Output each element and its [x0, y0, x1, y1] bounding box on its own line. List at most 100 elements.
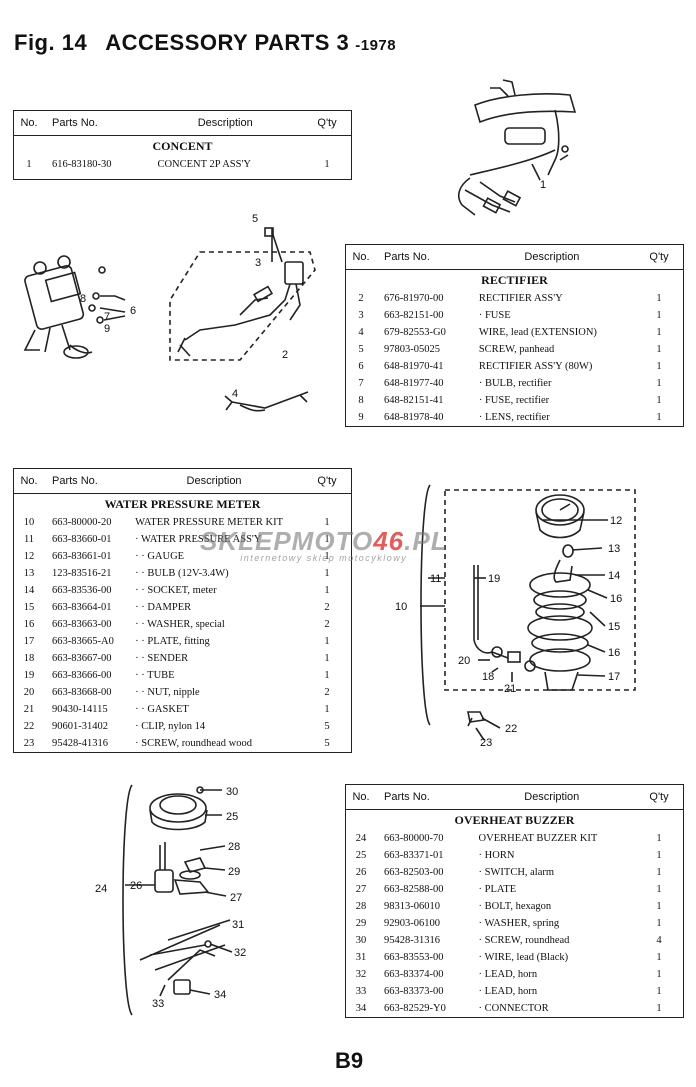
col-no: No.	[346, 785, 376, 810]
col-qty: Q'ty	[635, 785, 683, 810]
row-part-number: 90430-14115	[52, 704, 108, 715]
section-heading: CONCENT	[152, 138, 213, 153]
row-description: WIRE, lead (EXTENSION)	[478, 327, 597, 338]
callout-16b: 16	[608, 647, 620, 659]
row-part-number: 663-82503-00	[384, 867, 444, 878]
col-description: Description	[147, 111, 303, 136]
row-part-number: 90601-31402	[52, 721, 108, 732]
row-part-number: 616-83180-30	[52, 159, 112, 170]
concent-parts-table: No. Parts No. Description Q'ty CONCENT 1…	[13, 110, 352, 180]
row-qty: 1	[656, 327, 662, 338]
col-qty: Q'ty	[303, 469, 351, 494]
row-part-number: 648-81978-40	[384, 412, 444, 423]
col-no: No.	[14, 111, 44, 136]
col-no: No.	[14, 469, 44, 494]
row-description: · · BULB (12V-3.4W)	[135, 568, 229, 579]
figure-title: ACCESSORY PARTS 3	[105, 30, 350, 55]
row-description: · CLIP, nylon 14	[135, 721, 206, 732]
row-description: · CONNECTOR	[478, 1003, 549, 1014]
row-no: 15	[23, 602, 35, 613]
row-part-number: 663-80000-20	[52, 517, 112, 528]
row-qty: 1	[656, 850, 662, 861]
row-qty: 5	[324, 721, 330, 732]
row-description: OVERHEAT BUZZER KIT	[478, 833, 598, 844]
water-meter-drawing	[420, 484, 636, 741]
row-part-number: 663-82529-Y0	[384, 1003, 446, 1014]
row-qty: 2	[324, 619, 330, 630]
row-qty: 1	[656, 952, 662, 963]
row-part-number: 97803-05025	[384, 344, 440, 355]
col-parts-no: Parts No.	[376, 245, 469, 270]
row-qty: 2	[324, 602, 330, 613]
row-qty: 1	[324, 534, 330, 545]
row-no: 16	[23, 619, 35, 630]
row-no: 2	[358, 293, 364, 304]
row-description: RECTIFIER ASS'Y (80W)	[478, 361, 593, 372]
callout-31: 31	[232, 919, 244, 931]
row-part-number: 98313-06010	[384, 901, 440, 912]
row-no: 27	[355, 884, 367, 895]
row-part-number: 663-82588-00	[384, 884, 444, 895]
row-qty: 1	[324, 159, 330, 170]
row-part-number: 663-83536-00	[52, 585, 112, 596]
row-part-number: 648-81970-41	[384, 361, 444, 372]
row-qty: 1	[656, 395, 662, 406]
row-no: 8	[358, 395, 364, 406]
row-part-number: 663-83664-01	[52, 602, 112, 613]
row-qty: 1	[656, 833, 662, 844]
row-part-number: 663-83666-00	[52, 670, 112, 681]
row-description: · PLATE	[478, 884, 517, 895]
callout-11: 11	[430, 573, 441, 585]
callout-28: 28	[228, 841, 240, 853]
row-description: · · TUBE	[135, 670, 175, 681]
callout-25: 25	[226, 811, 238, 823]
callout-33: 33	[152, 998, 164, 1010]
callout-13: 13	[608, 543, 620, 555]
row-part-number: 663-83373-00	[384, 986, 444, 997]
row-qty: 1	[324, 551, 330, 562]
callout-10: 10	[395, 601, 407, 613]
row-description: · LEAD, horn	[478, 986, 538, 997]
row-description: · · GASKET	[135, 704, 189, 715]
page-number: B9	[335, 1048, 364, 1073]
row-no: 21	[23, 704, 35, 715]
callout-34: 34	[214, 989, 226, 1001]
row-description: · SWITCH, alarm	[478, 867, 555, 878]
row-description: · · PLATE, fitting	[135, 636, 210, 647]
row-part-number: 663-83668-00	[52, 687, 112, 698]
section-heading: WATER PRESSURE METER	[104, 496, 261, 511]
callout-9: 9	[104, 323, 110, 335]
row-no: 6	[358, 361, 364, 372]
overheat-buzzer-parts-table: No. Parts No. Description Q'ty OVERHEAT …	[345, 784, 684, 1018]
row-qty: 1	[656, 918, 662, 929]
row-qty: 1	[656, 344, 662, 355]
row-no: 23	[23, 738, 35, 749]
row-description: · WATER PRESSURE ASS'Y	[135, 534, 262, 545]
row-no: 12	[23, 551, 35, 562]
callout-29: 29	[228, 866, 240, 878]
col-description: Description	[468, 245, 635, 270]
row-qty: 1	[656, 867, 662, 878]
row-no: 33	[355, 986, 367, 997]
row-description: · · DAMPER	[135, 602, 192, 613]
row-no: 11	[23, 534, 35, 545]
row-part-number: 92903-06100	[384, 918, 440, 929]
callout-18: 18	[482, 671, 494, 683]
rectifier-drawing	[23, 227, 316, 412]
row-no: 3	[358, 310, 364, 321]
callout-20: 20	[458, 655, 470, 667]
row-qty: 1	[324, 653, 330, 664]
